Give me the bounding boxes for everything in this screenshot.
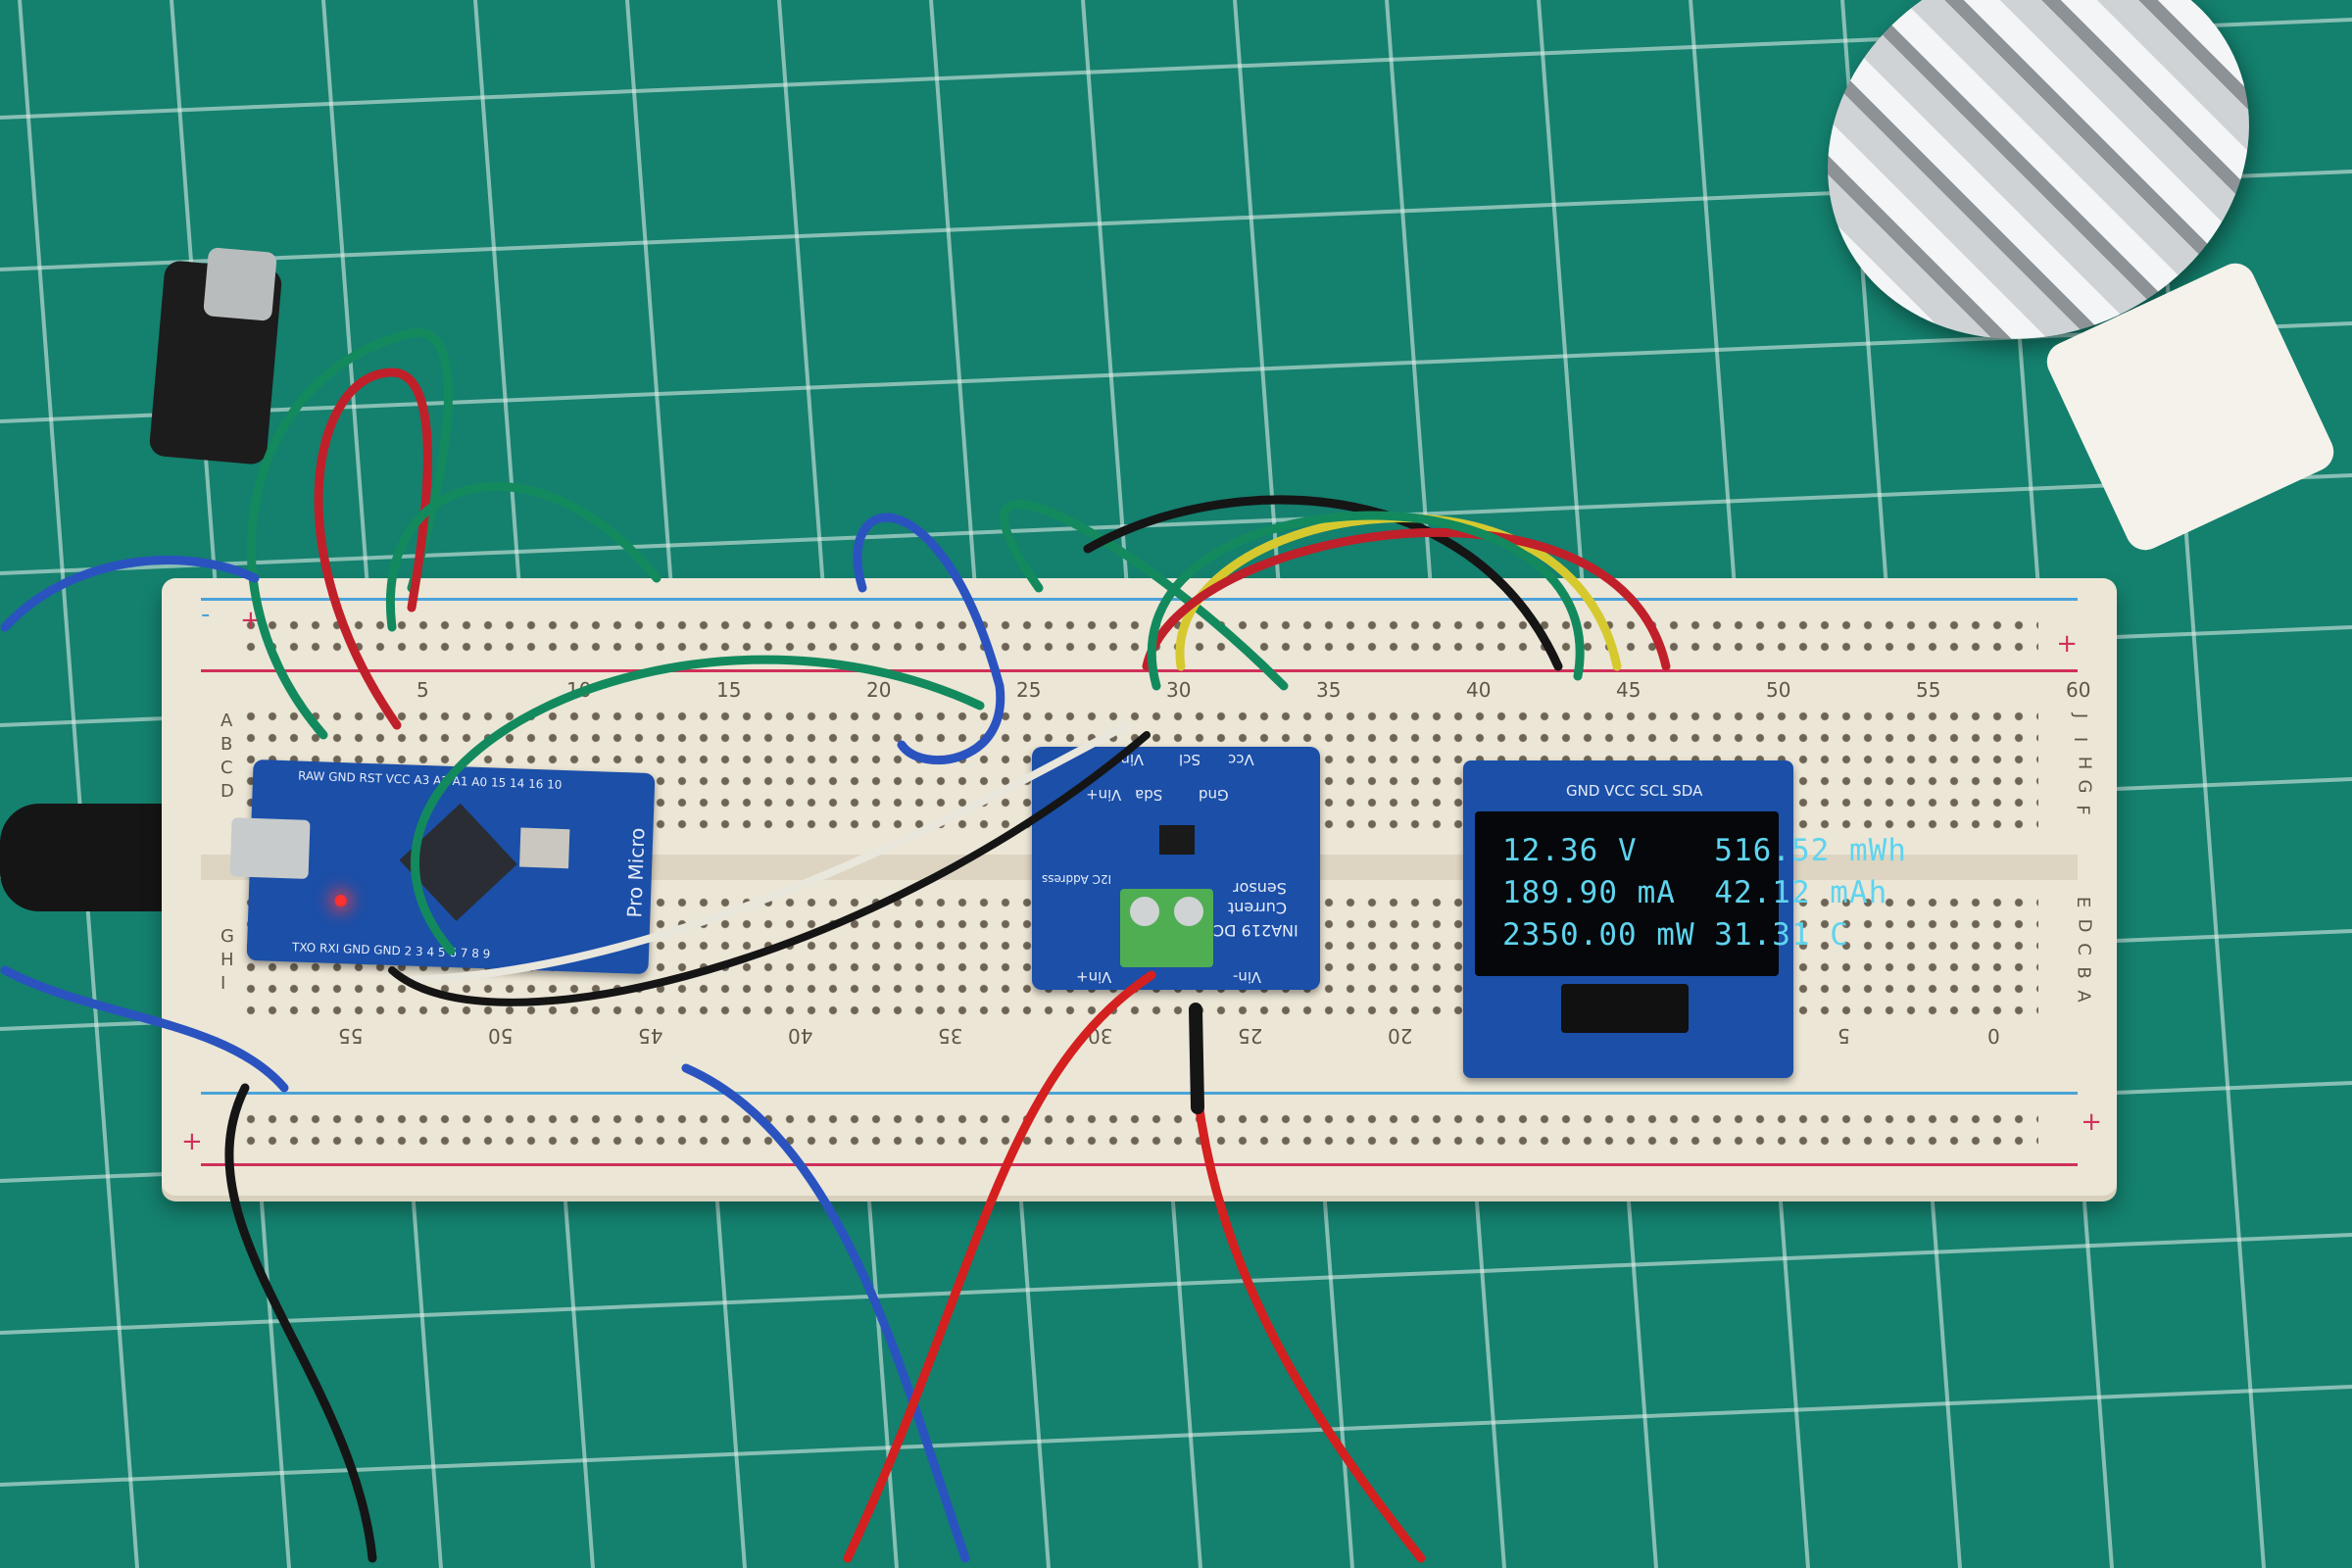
top-power-rail: [201, 598, 2078, 672]
oled-display-module: GND VCC SCL SDA 12.36 V 516.52 mWh 189.9…: [1463, 760, 1906, 1078]
screw-terminal: [1120, 889, 1213, 967]
wire-black-lead: [1189, 1003, 1204, 1114]
oled-line-current-charge: 189.90 mA 42.12 mAh: [1502, 875, 1888, 910]
mat-grid-line: [0, 1385, 2352, 1487]
rail-plus-label: +: [2081, 1107, 2102, 1137]
row-letter: G: [220, 926, 234, 947]
row-letter: C: [220, 758, 233, 778]
ina219-chip: [1159, 825, 1195, 855]
wire-green: [385, 481, 662, 632]
column-number: 5: [416, 678, 429, 702]
wire-green: [411, 655, 985, 956]
wire-white: [408, 721, 1131, 984]
row-letter: H: [220, 950, 234, 970]
rail-plus-label: +: [181, 1127, 203, 1156]
column-number: 60: [2066, 678, 2091, 702]
wire-blue: [853, 513, 1005, 765]
row-letter: I: [220, 973, 226, 994]
column-number: 20: [866, 678, 892, 702]
wire-blue: [681, 1063, 970, 1563]
mat-grid-line: [18, 0, 139, 1568]
oled-line-power-temp: 2350.00 mW 31.31 C: [1502, 917, 1849, 953]
wire-green: [1147, 511, 1585, 691]
mat-grid-line: [0, 1233, 2352, 1335]
row-letter: A: [220, 710, 233, 731]
wire-red: [314, 368, 432, 730]
wire-blue: [0, 556, 260, 632]
column-number: 45: [1616, 678, 1642, 702]
wire-green: [1000, 500, 1289, 691]
wire-green: [247, 327, 453, 740]
column-number: 35: [1316, 678, 1342, 702]
wire-black: [388, 731, 1151, 1006]
column-number: 40: [1466, 678, 1492, 702]
oled-pin-labels: GND VCC SCL SDA: [1566, 782, 1703, 800]
wire-red: [1142, 527, 1671, 671]
mat-grid-line: [0, 321, 2352, 423]
column-number: 55: [1916, 678, 1941, 702]
rail-plus-label: +: [2056, 629, 2078, 659]
oled-ribbon: [1561, 984, 1689, 1033]
oled-screen: 12.36 V 516.52 mWh 189.90 mA 42.12 mAh 2…: [1475, 811, 1906, 976]
bottom-power-rail: [201, 1092, 2078, 1166]
wire-red: [843, 970, 1156, 1563]
mat-grid-line: [0, 473, 2352, 575]
wire-blue: [0, 965, 289, 1093]
oled-line-voltage-energy: 12.36 V 516.52 mWh: [1502, 833, 1907, 868]
rail-minus-label: -: [201, 600, 211, 629]
wire-black: [1083, 495, 1563, 671]
column-number: 15: [716, 678, 742, 702]
row-letter: D: [220, 781, 234, 802]
row-letter: B: [220, 734, 233, 755]
wire-black: [224, 1083, 377, 1563]
column-number: 50: [1766, 678, 1791, 702]
column-number: 25: [1016, 678, 1042, 702]
wire-red: [1191, 1073, 1426, 1563]
column-number: 30: [1166, 678, 1192, 702]
